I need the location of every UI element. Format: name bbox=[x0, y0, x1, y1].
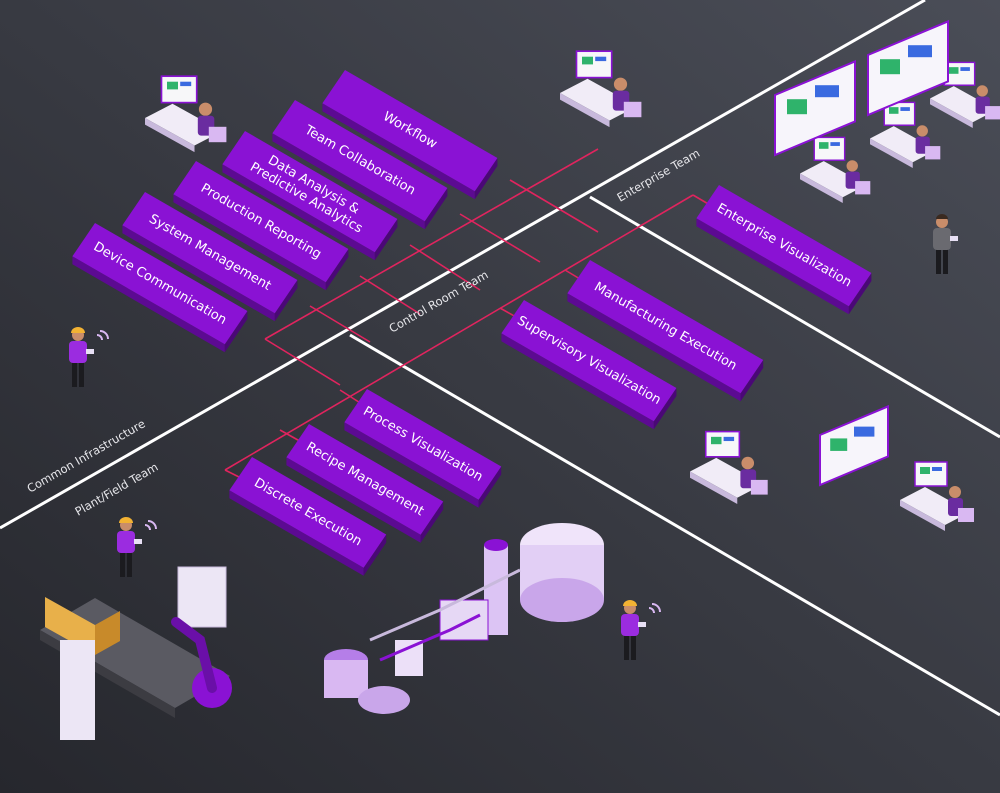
zone-dividers bbox=[0, 0, 1000, 717]
field-worker-left bbox=[69, 327, 109, 387]
tile-edge bbox=[363, 534, 387, 576]
tile-side bbox=[272, 133, 425, 230]
tile-top bbox=[344, 389, 502, 500]
workstation-enterprise-left bbox=[800, 136, 871, 203]
illustrations bbox=[40, 19, 1000, 740]
tile-top bbox=[72, 223, 248, 345]
connector-infra-bus bbox=[264, 148, 599, 340]
control-display-large bbox=[819, 404, 889, 487]
divider-control-room bbox=[349, 333, 1000, 717]
workstation-enterprise-mid bbox=[870, 101, 941, 168]
process-tanks bbox=[324, 523, 604, 714]
connector-workflow bbox=[509, 179, 599, 233]
tile-top bbox=[322, 70, 498, 192]
tile-edge bbox=[424, 188, 448, 230]
connector-device bbox=[264, 338, 341, 386]
tile-side bbox=[173, 194, 326, 291]
tile-edge bbox=[374, 219, 398, 261]
field-worker-plant bbox=[117, 517, 157, 577]
tile-top bbox=[222, 131, 398, 253]
connector-lines bbox=[224, 148, 711, 481]
tile-top bbox=[501, 300, 677, 422]
field-worker-right bbox=[621, 600, 661, 660]
tile-side bbox=[567, 293, 741, 402]
tile-top bbox=[286, 424, 444, 535]
tile-top bbox=[696, 185, 872, 307]
workstation-enterprise-right bbox=[930, 61, 1000, 128]
workstation-meeting bbox=[560, 50, 642, 128]
tile-edge bbox=[325, 249, 349, 291]
enterprise-display-left bbox=[774, 59, 856, 157]
module-tile-workflow: Workflow bbox=[322, 70, 498, 200]
tile-top bbox=[122, 192, 298, 314]
connector-sysmgmt bbox=[309, 305, 371, 343]
tile-side bbox=[222, 164, 375, 261]
tile-edge bbox=[740, 360, 764, 402]
tile-side bbox=[286, 457, 421, 543]
plant-control-panel bbox=[60, 640, 95, 740]
divider-infrastructure bbox=[0, 0, 926, 530]
tile-edge bbox=[224, 311, 248, 353]
tile-edge bbox=[478, 466, 502, 508]
connector-analysis bbox=[409, 244, 481, 291]
connector-reporting bbox=[359, 275, 421, 315]
enterprise-person-standing bbox=[933, 214, 958, 274]
tile-side bbox=[501, 333, 654, 430]
tile-side bbox=[122, 225, 275, 322]
tile-side bbox=[322, 103, 475, 200]
tile-edge bbox=[420, 501, 444, 543]
workstation-control-room bbox=[690, 430, 768, 505]
tile-side bbox=[696, 218, 849, 315]
tile-edge bbox=[274, 280, 298, 322]
workstation-bottom-right bbox=[900, 461, 974, 531]
workstation-top-left bbox=[145, 75, 227, 153]
tile-edge bbox=[848, 273, 872, 315]
connector-plant-bus bbox=[224, 194, 694, 471]
tile-top bbox=[173, 161, 349, 283]
tile-top bbox=[229, 457, 387, 568]
tile-top bbox=[567, 260, 764, 394]
tile-side bbox=[344, 422, 479, 508]
tile-edge bbox=[474, 158, 498, 200]
tile-edge bbox=[653, 388, 677, 430]
tile-side bbox=[72, 256, 225, 353]
tile-side bbox=[229, 490, 364, 576]
tile-top bbox=[272, 100, 448, 222]
divider-enterprise bbox=[589, 195, 1000, 439]
connector-collab bbox=[459, 213, 541, 263]
enterprise-display-right bbox=[867, 19, 949, 117]
conveyor-line bbox=[40, 566, 232, 740]
